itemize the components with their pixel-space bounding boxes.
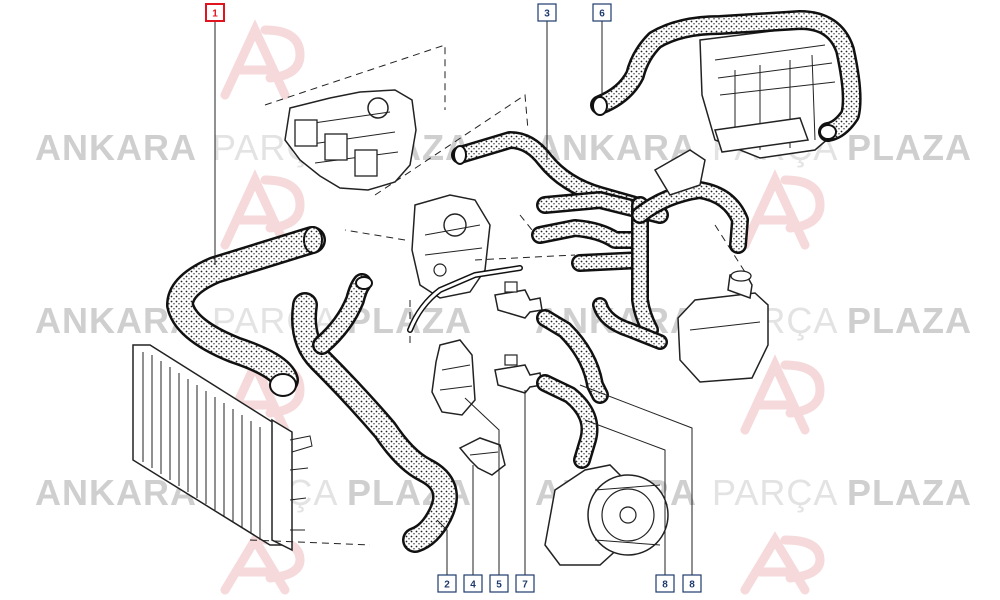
callout-7[interactable]: 7 [515,574,535,593]
callout-label: 5 [496,580,502,591]
t-fitting-lower [494,354,543,394]
hose-2-radiator-lower [291,273,458,553]
expansion-tank [677,270,769,383]
hose-6-heater-return [590,10,862,142]
watermark-word-3: PLAZA [347,300,472,341]
watermark-word-1: ANKARA [35,127,197,168]
hose-bracket [431,339,476,416]
hose-8-pump-lower [536,374,599,469]
bleed-pipe [407,265,523,333]
heater-unit [699,24,851,159]
callout-6[interactable]: 6 [592,3,612,22]
callout-label: 8 [689,580,695,591]
callout-8-first[interactable]: 8 [655,574,675,593]
callout-label: 3 [544,9,550,20]
hose-1-radiator-upper [166,226,326,397]
radiator [132,344,313,552]
watermark-word-3: PLAZA [847,472,972,513]
hose-3-heater-feed [451,131,749,350]
callout-label: 1 [212,9,218,20]
watermark-word-3: PLAZA [847,127,972,168]
callout-3[interactable]: 3 [537,3,557,22]
thermostat-housing [411,194,491,299]
callout-5[interactable]: 5 [489,574,509,593]
hose-clip [458,437,506,476]
callout-8-second[interactable]: 8 [682,574,702,593]
hoses [166,10,862,553]
watermark-word-2: PARÇA [712,472,838,513]
callout-label: 6 [599,9,605,20]
callout-2[interactable]: 2 [437,574,457,593]
intake-manifold [284,89,417,191]
callout-label: 8 [662,580,668,591]
watermark-word-3: PLAZA [847,300,972,341]
callout-label: 2 [444,580,450,591]
callout-label: 4 [470,580,476,591]
water-pump [544,464,669,566]
callout-label: 7 [522,580,528,591]
hose-8-pump-upper [536,309,609,404]
callout-1[interactable]: 1 [205,3,225,22]
callout-4[interactable]: 4 [463,574,483,593]
leader-lines [214,21,693,575]
